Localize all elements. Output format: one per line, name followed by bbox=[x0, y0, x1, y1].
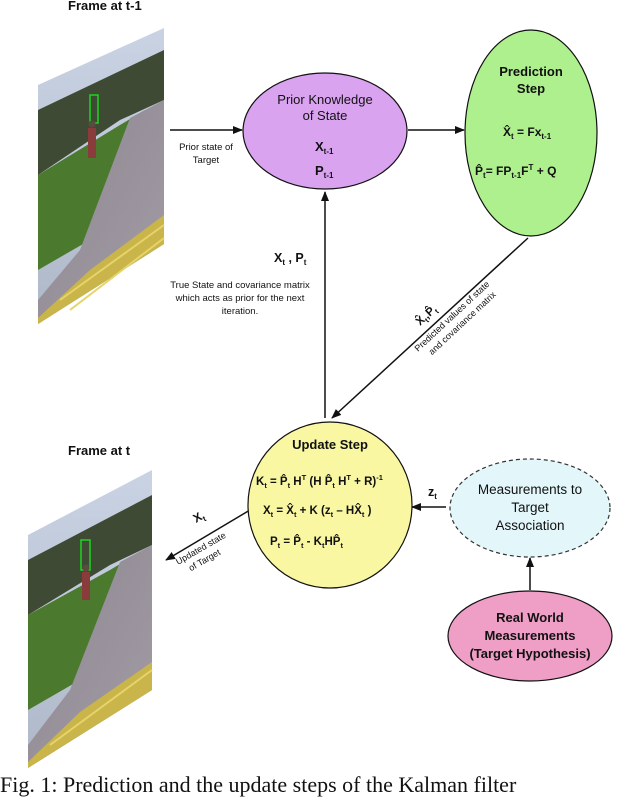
arrow-prediction-to-update bbox=[331, 237, 529, 419]
prediction-ellipse bbox=[464, 29, 598, 237]
frame-prev-image bbox=[38, 28, 165, 324]
prediction-title-line1: Prediction bbox=[499, 64, 563, 79]
measurements-line2: Target bbox=[511, 500, 549, 515]
update-step-node: Update Step Kt = P̂t HT (H P̂t HT + R)-1… bbox=[247, 421, 413, 589]
prior-title-line1: Prior Knowledge bbox=[277, 92, 372, 107]
measurements-line1: Measurements to bbox=[478, 482, 582, 497]
prior-knowledge-node: Prior Knowledge of State Xt-1 Pt-1 bbox=[242, 72, 408, 190]
update-eq-cov: Pt = P̂t - KtHP̂t bbox=[270, 535, 343, 550]
prior-p: Pt-1 bbox=[315, 163, 334, 180]
frame-prev-title: Frame at t-1 bbox=[68, 0, 142, 13]
real-world-measurements-node: Real World Measurements (Target Hypothes… bbox=[447, 590, 613, 682]
update-ellipse bbox=[247, 421, 413, 589]
update-title: Update Step bbox=[292, 437, 368, 452]
prediction-eq-state: X̂t = Fxt-1 bbox=[503, 124, 552, 141]
measurements-line3: Association bbox=[495, 518, 564, 533]
edge-label-prior-state-1: Prior state of bbox=[179, 142, 233, 153]
edge-label-prior-state-2: Target bbox=[193, 155, 220, 166]
prediction-title-line2: Step bbox=[517, 81, 545, 96]
prior-title-line2: of State bbox=[303, 108, 348, 123]
edge-label-true-state-symbol: Xt , Pt bbox=[274, 251, 307, 267]
edge-label-z: zt bbox=[428, 485, 437, 501]
measurements-ellipse bbox=[449, 458, 611, 558]
update-eq-gain: Kt = P̂t HT (H P̂t HT + R)-1 bbox=[256, 473, 383, 490]
realworld-ellipse bbox=[447, 590, 613, 682]
edge-label-updated-symbol: Xt bbox=[191, 508, 209, 527]
prior-ellipse bbox=[242, 72, 408, 190]
measurements-association-node: Measurements to Target Association bbox=[449, 458, 611, 558]
figure-caption: Fig. 1: Prediction and the update steps … bbox=[0, 772, 517, 797]
realworld-line3: (Target Hypothesis) bbox=[469, 646, 590, 661]
update-eq-state: Xt = X̂t + K (zt – HX̂t ) bbox=[263, 504, 372, 519]
prediction-eq-cov: P̂t= FPt-1FT + Q bbox=[475, 163, 556, 180]
edge-label-true-state-desc-2: which acts as prior for the next bbox=[175, 293, 305, 304]
frame-curr-title: Frame at t bbox=[68, 443, 131, 458]
realworld-line1: Real World bbox=[496, 610, 564, 625]
edge-label-true-state-desc-3: iteration. bbox=[222, 306, 258, 317]
prediction-node: Prediction Step X̂t = Fxt-1 P̂t= FPt-1FT… bbox=[464, 29, 598, 237]
edge-label-true-state-desc-1: True State and covariance matrix bbox=[170, 280, 310, 291]
prior-x: Xt-1 bbox=[315, 139, 334, 156]
edge-label-updated-symbol-group: Xt bbox=[191, 508, 209, 527]
arrow-update-to-frame bbox=[165, 509, 251, 561]
frame-curr-image bbox=[28, 470, 153, 768]
realworld-line2: Measurements bbox=[484, 628, 575, 643]
